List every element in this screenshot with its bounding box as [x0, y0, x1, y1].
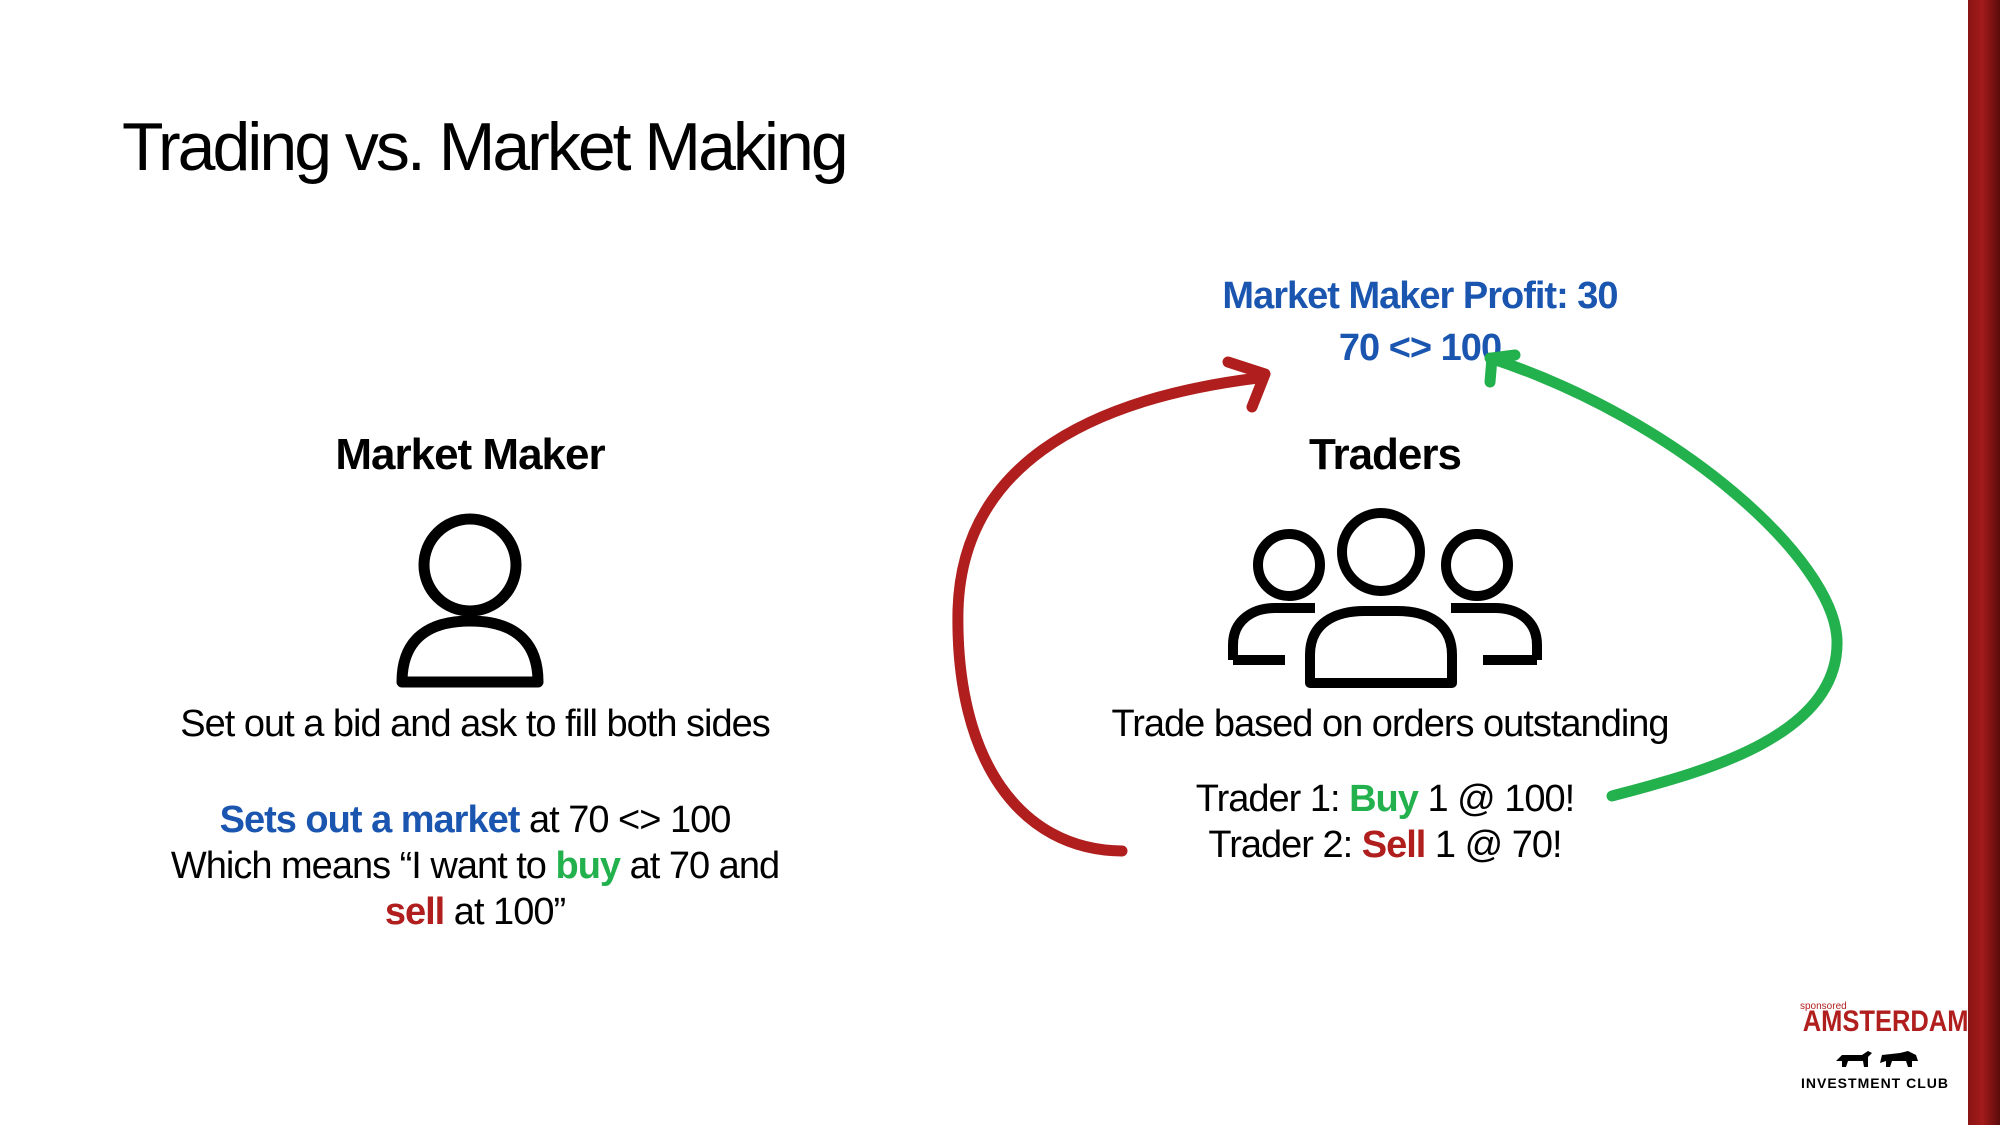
trader-2-sell: Sell	[1361, 824, 1427, 866]
green-arrow-head	[1484, 349, 1521, 388]
person-icon	[396, 513, 544, 688]
red-arrow	[952, 372, 1264, 857]
trader-1-order: Trader 1: Buy 1 @ 100!	[1120, 776, 1650, 822]
club-logo: sponsored AMSTERDAM INVESTMENT CLUB	[1790, 1001, 1969, 1091]
trader-2-price: 1 @ 70!	[1425, 824, 1563, 866]
market-maker-explanation: Sets out a market at 70 <> 100 Which mea…	[110, 797, 840, 935]
logo-name: AMSTERDAM	[1802, 1005, 1969, 1038]
profit-range: 70 <> 100	[1338, 327, 1502, 369]
trader-orders: Trader 1: Buy 1 @ 100! Trader 2: Sell 1 …	[1120, 776, 1650, 868]
logo-subtitle: INVESTMENT CLUB	[1801, 1075, 1949, 1091]
market-range-text: at 70 <> 100	[519, 799, 731, 841]
trader-1-label: Trader 1:	[1195, 778, 1350, 820]
slide-accent-bar	[1968, 0, 2000, 1125]
means-text: Which means “I want to	[170, 845, 556, 887]
sell-word: sell	[384, 891, 445, 933]
market-maker-profit: Market Maker Profit: 30 70 <> 100	[1080, 270, 1760, 374]
sets-out-market-label: Sets out a market	[219, 799, 521, 841]
slide-title: Trading vs. Market Making	[122, 109, 849, 185]
trader-1-buy: Buy	[1349, 778, 1419, 820]
green-arrow	[1484, 352, 1843, 802]
profit-label: Market Maker Profit: 30	[1222, 275, 1618, 317]
trader-2-order: Trader 2: Sell 1 @ 70!	[1120, 822, 1650, 868]
trader-1-price: 1 @ 100!	[1417, 778, 1575, 820]
bull-bear-icon	[1836, 1051, 1918, 1067]
traders-description: Trade based on orders outstanding	[1111, 703, 1669, 745]
trader-2-label: Trader 2:	[1208, 824, 1362, 866]
buy-price-text: at 70 and	[620, 845, 781, 887]
red-arrow-head	[1222, 356, 1271, 413]
buy-word: buy	[555, 845, 621, 887]
logo-small-text: sponsored	[1800, 1001, 1847, 1012]
group-icon	[1228, 508, 1542, 688]
sell-price-text: at 100”	[444, 891, 566, 933]
traders-heading: Traders	[1309, 430, 1462, 479]
market-maker-heading: Market Maker	[335, 430, 605, 479]
market-maker-description: Set out a bid and ask to fill both sides	[180, 703, 771, 745]
